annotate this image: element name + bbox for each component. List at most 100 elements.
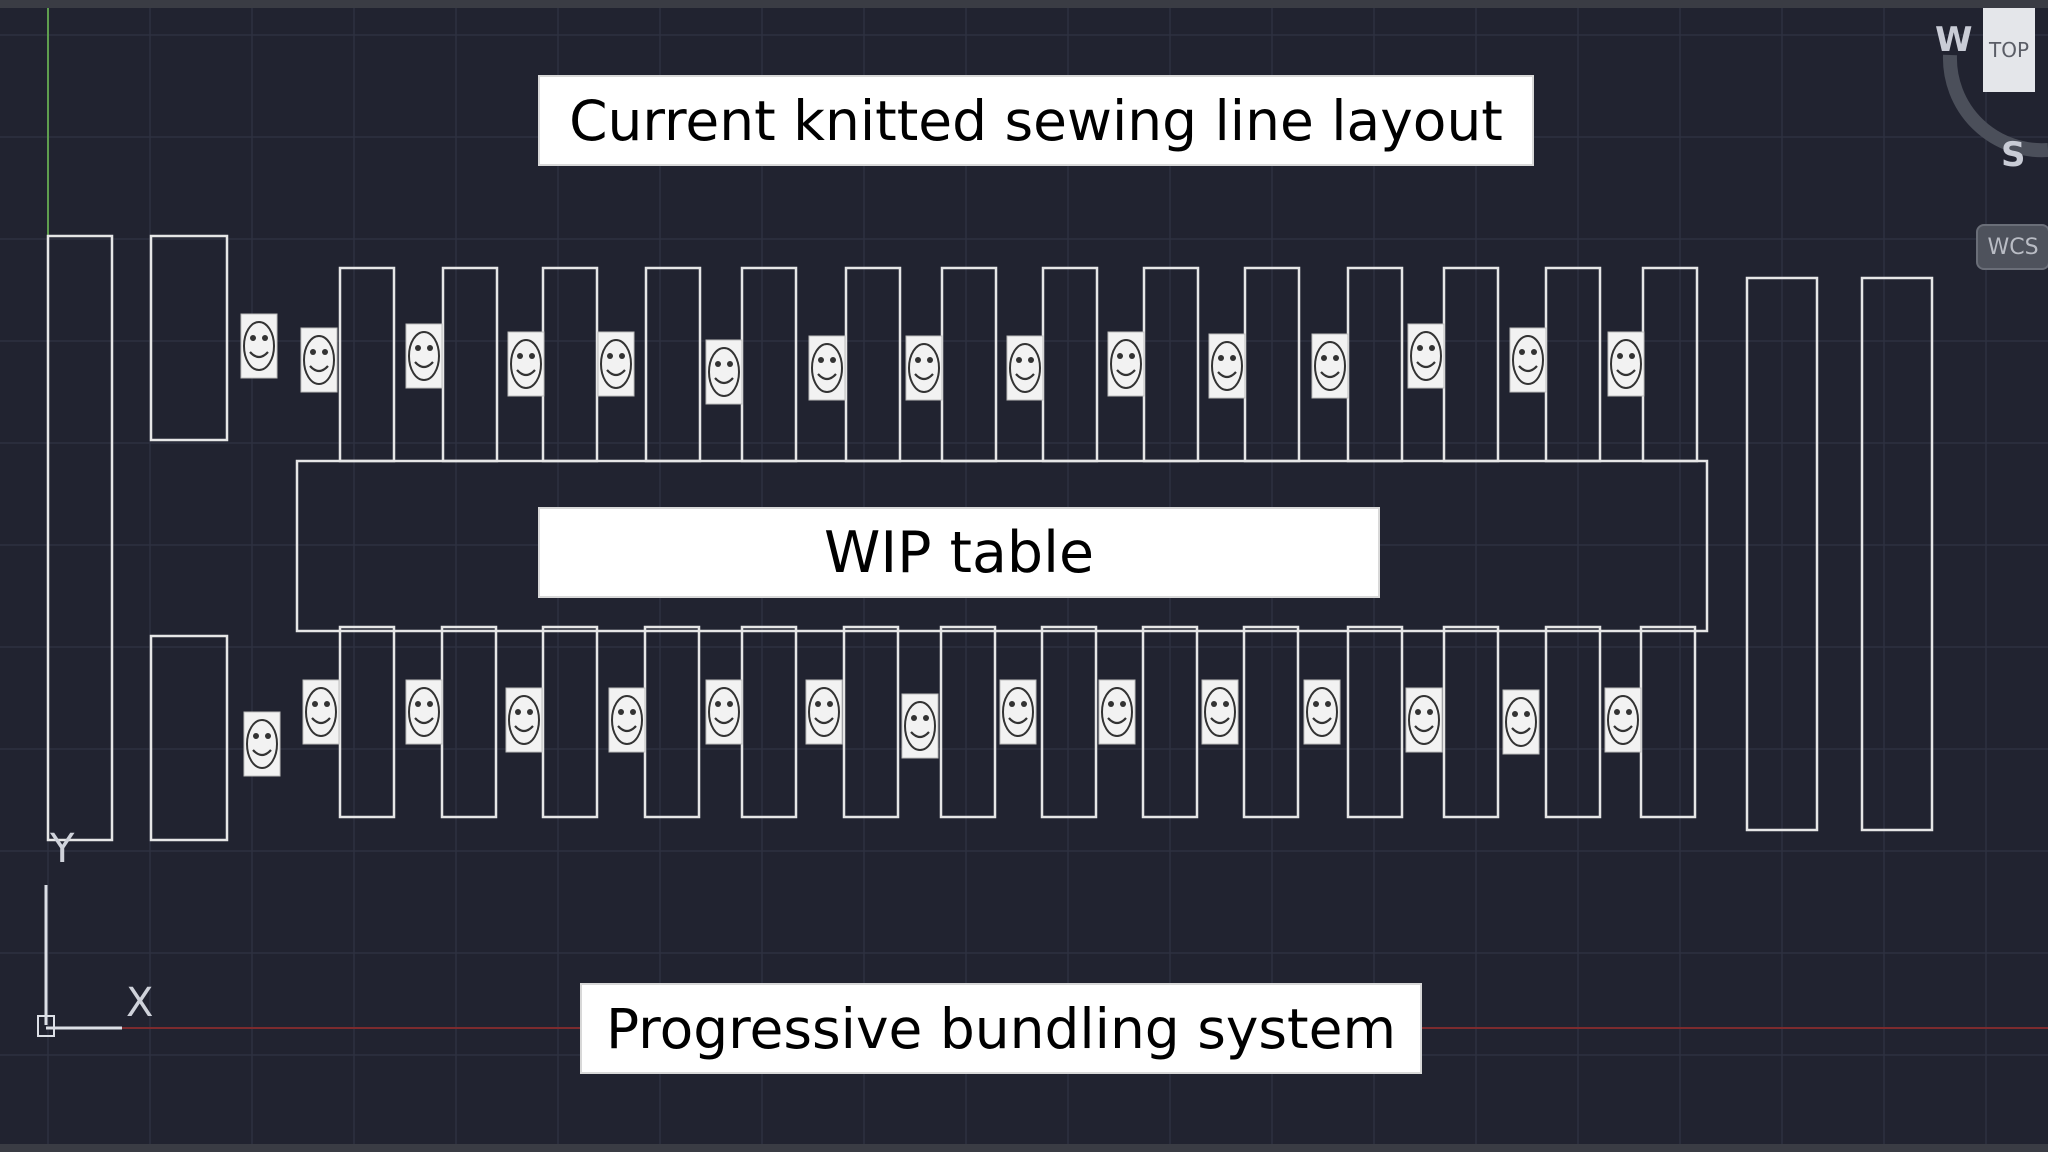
end-station [1745,276,1819,832]
operator-icon-bg [405,323,443,389]
operator-eye [1313,701,1319,707]
operator-eye [1129,353,1135,359]
operator-eye [1321,355,1327,361]
smiley-operator-icon [302,679,340,745]
operator-eye [618,709,624,715]
smiley-operator-icon [1509,327,1547,393]
sewing-machine-bottom [1040,625,1098,819]
smiley-operator-icon [808,335,846,401]
operator-smile [1008,717,1028,725]
operator-smile [914,373,934,381]
operator-smile [414,717,434,725]
operator-face [303,335,335,385]
operator-eye [1108,701,1114,707]
operator-icon-bg [805,679,843,745]
smiley-operator-icon [505,687,543,753]
operator-icon-bg [405,679,443,745]
smiley-operator-icon [1405,687,1443,753]
smiley-operator-icon [1201,679,1239,745]
operator-eye [1021,701,1027,707]
sewing-machine-top [1041,266,1099,463]
sewing-machine-top [338,266,396,463]
smiley-operator-icon [300,327,338,393]
sewing-line-layout [46,234,1934,842]
operator-eye [815,701,821,707]
sewing-machine-top [1346,266,1404,463]
sewing-machine-top [940,266,998,463]
smiley-operator-icon [405,323,443,389]
operator-smile [617,725,637,733]
operator-smile [1217,371,1237,379]
sewing-machine-top [1544,266,1602,463]
sewing-machine-bottom [1242,625,1300,819]
operator-face [243,321,275,371]
operator-smile [1511,727,1531,735]
operator-face [808,687,840,737]
operator-face [1002,687,1034,737]
operator-smile [814,717,834,725]
operator-icon-bg [1208,333,1246,399]
sewing-machine-top [541,266,599,463]
operator-eye [1427,709,1433,715]
end-station [1860,276,1934,832]
operator-eye [324,701,330,707]
operator-eye [515,709,521,715]
operator-smile [1416,361,1436,369]
operator-eye [265,733,271,739]
operator-eye [1415,709,1421,715]
operator-eye [727,361,733,367]
operator-eye [1218,355,1224,361]
smiley-operator-icon [1311,333,1349,399]
operator-icon-bg [240,313,278,379]
operator-face [600,339,632,389]
operator-smile [1613,725,1633,733]
operator-smile [910,731,930,739]
operator-smile [1015,373,1035,381]
operator-face [510,339,542,389]
operator-smile [514,725,534,733]
operator-eye [1009,701,1015,707]
operator-eye [715,701,721,707]
operator-eye [1519,349,1525,355]
compass-west-label[interactable]: W [1935,20,1973,60]
viewcube-compass-ring[interactable] [1942,54,2048,158]
operator-face [246,719,278,769]
smiley-operator-icon [243,711,281,777]
operator-face [408,687,440,737]
operator-icon-bg [905,335,943,401]
operator-eye [262,335,268,341]
operator-smile [1116,369,1136,377]
operator-eye [1223,701,1229,707]
ucs-x-label: X [126,980,154,1026]
operator-eye [727,701,733,707]
sewing-machine-bottom [643,625,701,819]
operator-eye [1617,353,1623,359]
operator-smile [252,749,272,757]
operator-smile [606,369,626,377]
viewcube-top-face[interactable]: TOP [1983,8,2035,92]
operator-smile [516,369,536,377]
operator-smile [311,717,331,725]
operator-eye [1524,711,1530,717]
wip-table [295,459,1709,633]
compass-south-label[interactable]: S [2001,135,2026,175]
operator-eye [1629,353,1635,359]
smiley-operator-icon [597,331,635,397]
operator-eye [250,335,256,341]
operator-eye [312,701,318,707]
operator-face [1204,687,1236,737]
operator-icon-bg [901,693,939,759]
sewing-machine-top [844,266,902,463]
operator-face [1314,341,1346,391]
operator-eye [915,357,921,363]
operator-smile [1616,369,1636,377]
sewing-machine-bottom [1639,625,1697,819]
wcs-menu-button[interactable]: WCS [1976,224,2048,270]
operator-icon-bg [1098,679,1136,745]
operator-eye [1028,357,1034,363]
sewing-machine-bottom [740,625,798,819]
operator-eye [1117,353,1123,359]
operator-eye [253,733,259,739]
operator-face [408,331,440,381]
